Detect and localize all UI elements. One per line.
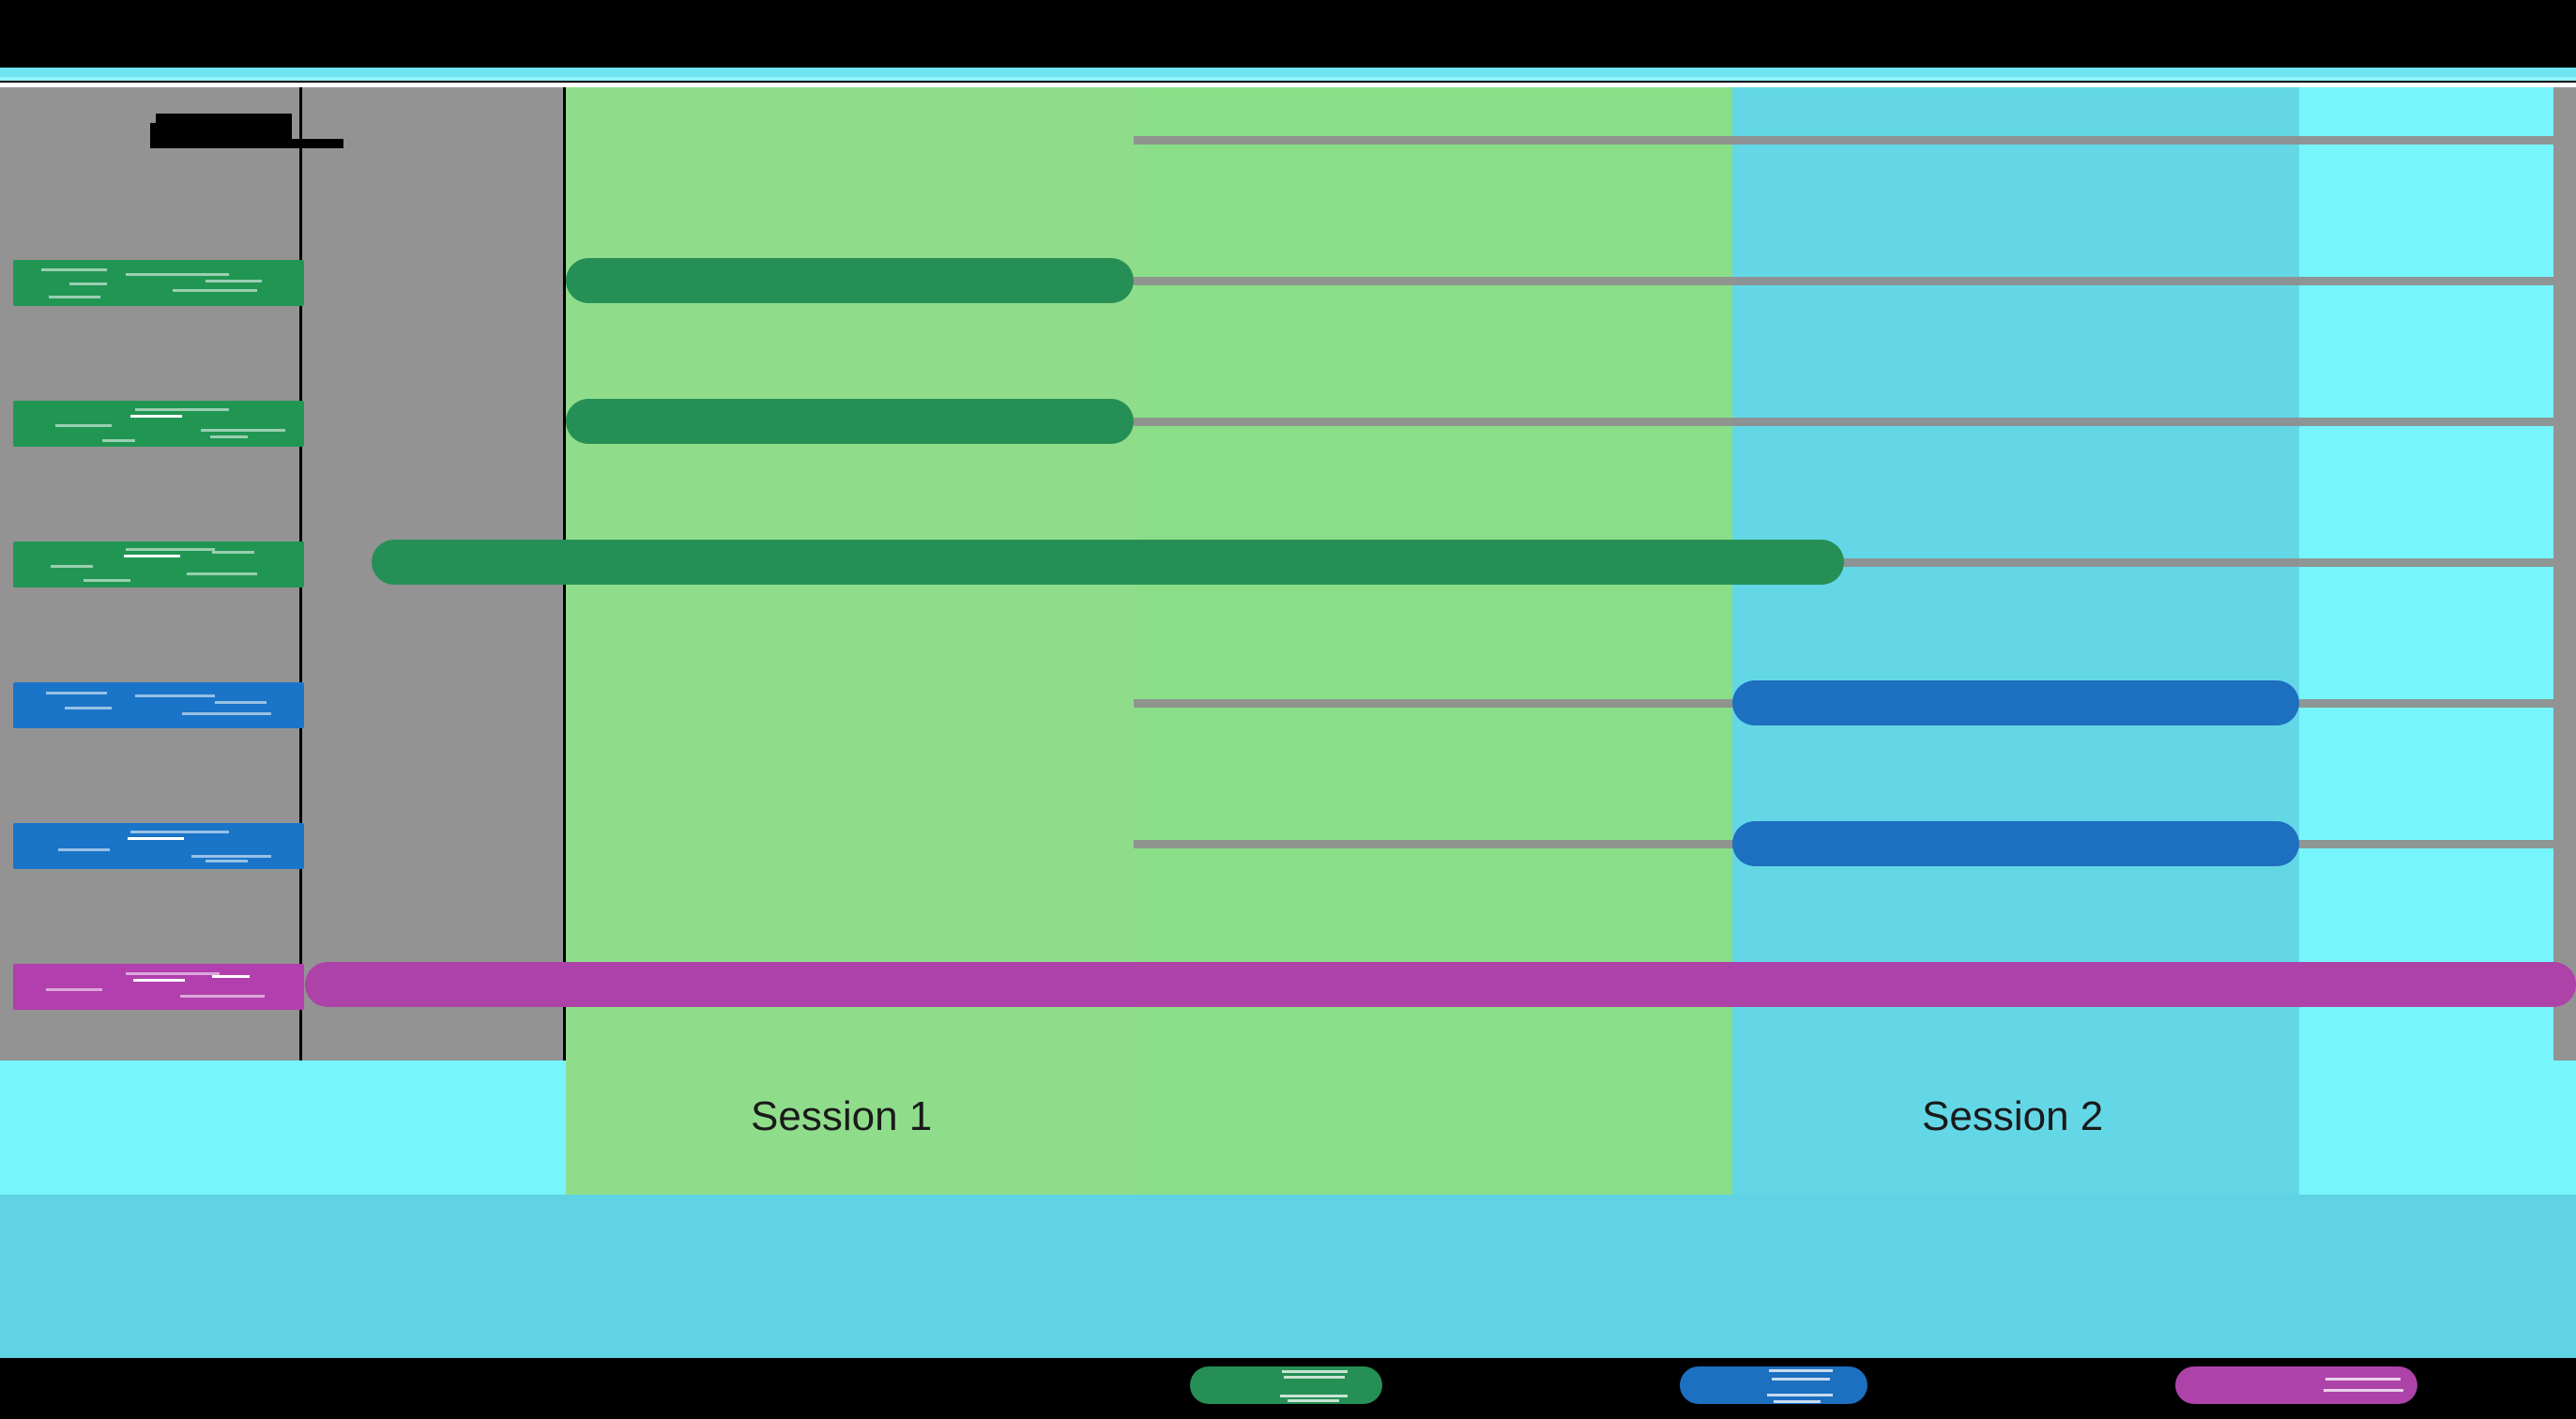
redaction-smear xyxy=(13,260,304,306)
session-band-2 xyxy=(1732,87,2299,1195)
session-caption-2: Session 2 xyxy=(1922,1093,2104,1139)
session-band-1b xyxy=(1137,87,1732,1195)
legend-item-magenta[interactable] xyxy=(2175,1366,2417,1404)
redaction-smear xyxy=(13,401,304,447)
redaction-smear xyxy=(13,823,304,869)
caption-strip-left xyxy=(0,1060,566,1195)
page-title xyxy=(150,114,343,148)
bar-row-6-magenta[interactable] xyxy=(305,962,2576,1007)
gridline-row-2 xyxy=(1134,418,2553,426)
top-white-rule xyxy=(0,83,2576,87)
redaction-smear xyxy=(1190,1366,1382,1404)
gridline-row-3 xyxy=(1844,558,2553,567)
redaction-smear xyxy=(13,964,304,1010)
bar-row-5-blue[interactable] xyxy=(1732,821,2299,866)
redaction-smear xyxy=(13,542,304,587)
bar-row-4-blue[interactable] xyxy=(1732,680,2299,725)
top-accent-rule xyxy=(0,68,2576,77)
gridline-row-1 xyxy=(1134,277,2553,285)
top-margin xyxy=(0,0,2576,68)
row-label-3 xyxy=(13,542,304,587)
row-label-6 xyxy=(13,964,304,1010)
bar-row-2-green[interactable] xyxy=(566,399,1134,444)
plot-area: Session 1 Session 2 xyxy=(0,87,2576,1195)
bar-row-1-green[interactable] xyxy=(566,258,1134,303)
session-caption-1: Session 1 xyxy=(751,1093,933,1139)
session-band-3 xyxy=(2299,87,2553,1195)
legend-item-blue[interactable] xyxy=(1680,1366,1867,1404)
redaction-smear xyxy=(13,682,304,728)
redaction-smear xyxy=(2175,1366,2417,1404)
caption-strip-right xyxy=(2299,1060,2576,1195)
row-label-4 xyxy=(13,682,304,728)
redaction-smear xyxy=(1680,1366,1867,1404)
gutter-far-right xyxy=(2553,87,2576,1060)
legend-item-green[interactable] xyxy=(1190,1366,1382,1404)
top-accent-rule-light xyxy=(0,77,2576,81)
bar-row-3-green[interactable] xyxy=(372,540,1844,585)
row-label-5 xyxy=(13,823,304,869)
row-label-2 xyxy=(13,401,304,447)
row-label-1 xyxy=(13,260,304,306)
gridline-top xyxy=(1134,136,2553,145)
legend-strip xyxy=(0,1195,2576,1358)
